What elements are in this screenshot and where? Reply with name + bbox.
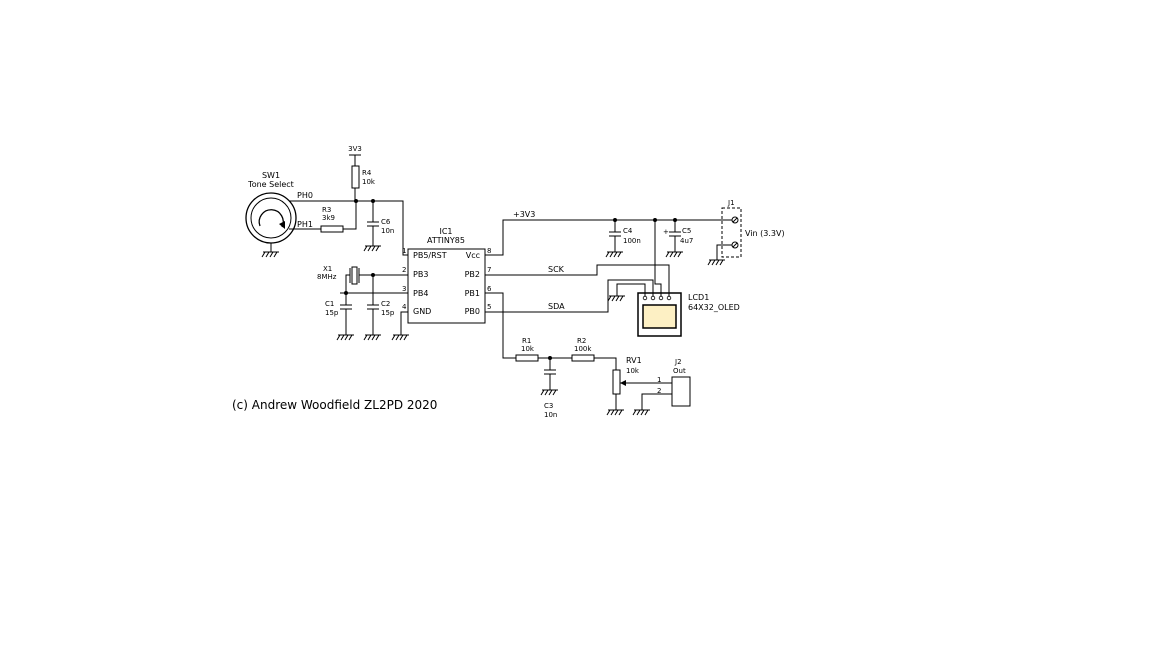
r2-ref: R2 — [577, 337, 586, 345]
rv1-value: 10k — [626, 367, 640, 375]
c5-ref: C5 — [682, 227, 691, 235]
sw1-pin-ph0: PH0 — [297, 191, 313, 200]
ic1-pin-number-7: 7 — [487, 266, 491, 274]
ic1-pin-number-3: 3 — [402, 285, 406, 293]
c1-value: 15p — [325, 309, 339, 317]
r4-ref: R4 — [362, 169, 372, 177]
j1-ref: J1 — [727, 199, 735, 207]
ic1-pin-pb1: PB1 — [465, 289, 480, 298]
ic1-ref: IC1 — [439, 227, 452, 236]
r2-value: 100k — [574, 345, 592, 353]
j1-connector — [721, 207, 742, 258]
r1-ref: R1 — [522, 337, 531, 345]
sw1-rotary-switch — [245, 192, 297, 258]
c5-polarity: + — [663, 228, 669, 236]
ic1-package — [407, 248, 486, 324]
c5-value: 4u7 — [680, 237, 693, 245]
c6-ref: C6 — [381, 218, 391, 226]
ic1-pin-number-8: 8 — [487, 247, 491, 255]
ic1-pin-pb5: PB5/RST — [413, 251, 447, 260]
r2-resistor — [571, 354, 595, 362]
ic1-pin-pb2: PB2 — [465, 270, 480, 279]
lcd1-value: 64X32_OLED — [688, 303, 740, 312]
c3-ref: C3 — [544, 402, 553, 410]
ic1-pin-number-6: 6 — [487, 285, 492, 293]
j2-connector — [671, 376, 691, 407]
ic1-pin-gnd: GND — [413, 307, 431, 316]
lcd1-ref: LCD1 — [688, 293, 709, 302]
net-sda-label: SDA — [548, 302, 565, 311]
c4-value: 100n — [623, 237, 641, 245]
sw1-ref: SW1 — [262, 171, 280, 180]
c2-value: 15p — [381, 309, 395, 317]
j2-pin-2: 2 — [657, 387, 661, 395]
c1-ref: C1 — [325, 300, 334, 308]
c6-value: 10n — [381, 227, 394, 235]
lcd1-display-window — [642, 304, 677, 329]
ic1-pin-number-5: 5 — [487, 303, 491, 311]
sw1-pin-ph1: PH1 — [297, 220, 313, 229]
c4-ref: C4 — [623, 227, 633, 235]
j1-label: Vin (3.3V) — [745, 229, 785, 238]
ic1-value: ATTINY85 — [427, 236, 465, 245]
r1-value: 10k — [521, 345, 535, 353]
r3-ref: R3 — [322, 206, 331, 214]
ic1-pin-vcc: Vcc — [466, 251, 480, 260]
supply-3v3-label: 3V3 — [348, 145, 362, 153]
ic1-pin-pb0: PB0 — [465, 307, 480, 316]
ic1-pin-number-1: 1 — [402, 247, 406, 255]
rv1-potentiometer — [612, 369, 621, 395]
r4-value: 10k — [362, 178, 376, 186]
x1-ref: X1 — [323, 265, 332, 273]
c3-value: 10n — [544, 411, 557, 419]
ic1-pin-number-2: 2 — [402, 266, 406, 274]
r1-resistor — [515, 354, 539, 362]
x1-value: 8MHz — [317, 273, 337, 281]
ic1-pin-pb4: PB4 — [413, 289, 428, 298]
c2-ref: C2 — [381, 300, 390, 308]
j2-pin-1: 1 — [657, 376, 661, 384]
r4-resistor — [351, 165, 360, 189]
net-sck-label: SCK — [548, 265, 565, 274]
copyright-notice: (c) Andrew Woodfield ZL2PD 2020 — [232, 398, 438, 412]
net-3v3-label: +3V3 — [513, 210, 535, 219]
ic1-pin-pb3: PB3 — [413, 270, 428, 279]
x1-crystal — [349, 266, 360, 285]
j2-ref: J2 — [674, 358, 682, 366]
ic1-pin-number-4: 4 — [402, 303, 407, 311]
r3-resistor — [320, 225, 344, 233]
sw1-value: Tone Select — [247, 180, 294, 189]
r3-value: 3k9 — [322, 214, 335, 222]
j2-value: Out — [673, 367, 686, 375]
rv1-ref: RV1 — [626, 356, 642, 365]
